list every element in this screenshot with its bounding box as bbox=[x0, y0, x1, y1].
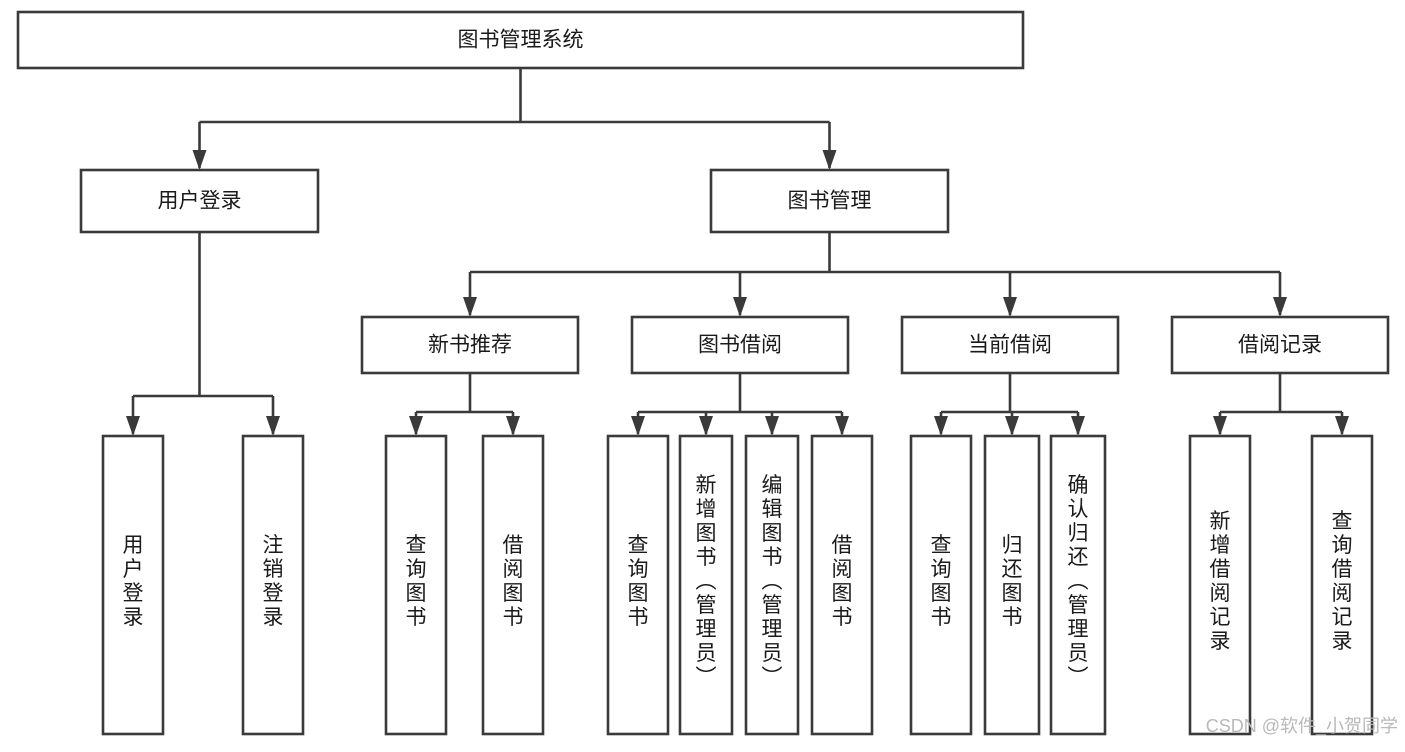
connector-book-borrow bbox=[631, 373, 849, 436]
node-leaf-borrow-book-2[interactable]: 借阅图书 bbox=[810, 434, 874, 736]
arrow-head-icon bbox=[506, 416, 520, 436]
node-label: 确认归还︵管理员︶ bbox=[1068, 474, 1089, 689]
arrow-head-icon bbox=[765, 416, 779, 436]
node-book-manage[interactable]: 图书管理 bbox=[709, 168, 950, 234]
node-box bbox=[481, 434, 545, 736]
node-label: 新增借阅记录 bbox=[1210, 510, 1231, 653]
node-box bbox=[900, 315, 1120, 375]
arrow-head-icon bbox=[1005, 416, 1019, 436]
arrow-head-icon bbox=[631, 416, 645, 436]
arrow-head-icon bbox=[463, 297, 477, 317]
connector-root bbox=[192, 68, 837, 170]
node-label: 查询图书 bbox=[628, 534, 649, 629]
node-label: 查询借阅记录 bbox=[1332, 510, 1353, 653]
connector-layer bbox=[126, 68, 1349, 436]
arrow-head-icon bbox=[1003, 297, 1017, 317]
node-box bbox=[1188, 434, 1252, 736]
node-user-login[interactable]: 用户登录 bbox=[79, 168, 320, 234]
node-leaf-query-book-1[interactable]: 查询图书 bbox=[384, 434, 448, 736]
arrow-head-icon bbox=[1213, 416, 1227, 436]
node-leaf-query-record[interactable]: 查询借阅记录 bbox=[1310, 434, 1374, 736]
arrow-head-icon bbox=[266, 416, 280, 436]
node-label: 新增图书︵管理员︶ bbox=[696, 474, 717, 689]
arrow-head-icon bbox=[1335, 416, 1349, 436]
node-box bbox=[744, 434, 800, 736]
node-box bbox=[983, 434, 1041, 736]
arrow-head-icon bbox=[1273, 297, 1287, 317]
arrow-head-icon bbox=[835, 416, 849, 436]
node-leaf-query-book-3[interactable]: 查询图书 bbox=[909, 434, 973, 736]
node-new-book-rec[interactable]: 新书推荐 bbox=[360, 315, 580, 375]
arrow-head-icon bbox=[934, 416, 948, 436]
node-box bbox=[630, 315, 850, 375]
node-label: 新书推荐 bbox=[428, 334, 512, 357]
node-current-borrow[interactable]: 当前借阅 bbox=[900, 315, 1120, 375]
node-leaf-query-book-2[interactable]: 查询图书 bbox=[606, 434, 670, 736]
node-box bbox=[606, 434, 670, 736]
node-label: 归还图书 bbox=[1002, 534, 1023, 629]
connector-current-borrow bbox=[934, 373, 1085, 436]
node-box bbox=[678, 434, 734, 736]
connector-book-manage bbox=[463, 232, 1287, 317]
node-label: 编辑图书︵管理员︶ bbox=[762, 474, 783, 689]
node-label: 图书借阅 bbox=[698, 334, 782, 357]
node-box bbox=[709, 168, 950, 234]
node-label: 图书管理 bbox=[788, 190, 872, 213]
node-leaf-edit-book[interactable]: 编辑图书︵管理员︶ bbox=[744, 434, 800, 736]
node-label: 借阅图书 bbox=[832, 534, 853, 629]
node-book-borrow[interactable]: 图书借阅 bbox=[630, 315, 850, 375]
node-box bbox=[1310, 434, 1374, 736]
node-leaf-borrow-book-1[interactable]: 借阅图书 bbox=[481, 434, 545, 736]
node-label: 用户登录 bbox=[123, 534, 144, 629]
node-box bbox=[79, 168, 320, 234]
connector-new-book-rec bbox=[409, 373, 520, 436]
arrow-head-icon bbox=[699, 416, 713, 436]
node-box bbox=[810, 434, 874, 736]
node-label: 查询图书 bbox=[931, 534, 952, 629]
arrow-head-icon bbox=[409, 416, 423, 436]
node-box bbox=[16, 10, 1025, 70]
node-box bbox=[101, 434, 165, 736]
arrow-head-icon bbox=[1071, 416, 1085, 436]
node-label: 借阅记录 bbox=[1238, 334, 1322, 357]
node-box bbox=[384, 434, 448, 736]
node-borrow-record[interactable]: 借阅记录 bbox=[1170, 315, 1390, 375]
node-leaf-add-book[interactable]: 新增图书︵管理员︶ bbox=[678, 434, 734, 736]
node-label: 借阅图书 bbox=[503, 534, 524, 629]
arrow-head-icon bbox=[126, 416, 140, 436]
node-box bbox=[909, 434, 973, 736]
node-label: 图书管理系统 bbox=[458, 29, 584, 52]
node-leaf-user-logout[interactable]: 注销登录 bbox=[241, 434, 305, 736]
node-leaf-add-record[interactable]: 新增借阅记录 bbox=[1188, 434, 1252, 736]
node-box bbox=[241, 434, 305, 736]
node-label: 查询图书 bbox=[406, 534, 427, 629]
node-leaf-return-book[interactable]: 归还图书 bbox=[983, 434, 1041, 736]
csdn-watermark: CSDN @软件_小贺同学 bbox=[1206, 716, 1398, 737]
node-layer: 图书管理系统用户登录图书管理新书推荐图书借阅当前借阅借阅记录用户登录注销登录查询… bbox=[16, 10, 1390, 736]
node-root[interactable]: 图书管理系统 bbox=[16, 10, 1025, 70]
node-label: 用户登录 bbox=[158, 190, 242, 213]
connector-user-login bbox=[126, 232, 280, 436]
node-label: 当前借阅 bbox=[968, 334, 1052, 357]
arrow-head-icon bbox=[192, 150, 207, 170]
arrow-head-icon bbox=[733, 297, 747, 317]
node-label: 注销登录 bbox=[263, 534, 284, 629]
node-leaf-confirm-return[interactable]: 确认归还︵管理员︶ bbox=[1049, 434, 1107, 736]
node-box bbox=[360, 315, 580, 375]
node-box bbox=[1170, 315, 1390, 375]
node-box bbox=[1049, 434, 1107, 736]
connector-borrow-record bbox=[1213, 373, 1349, 436]
arrow-head-icon bbox=[822, 150, 837, 170]
node-leaf-user-login[interactable]: 用户登录 bbox=[101, 434, 165, 736]
